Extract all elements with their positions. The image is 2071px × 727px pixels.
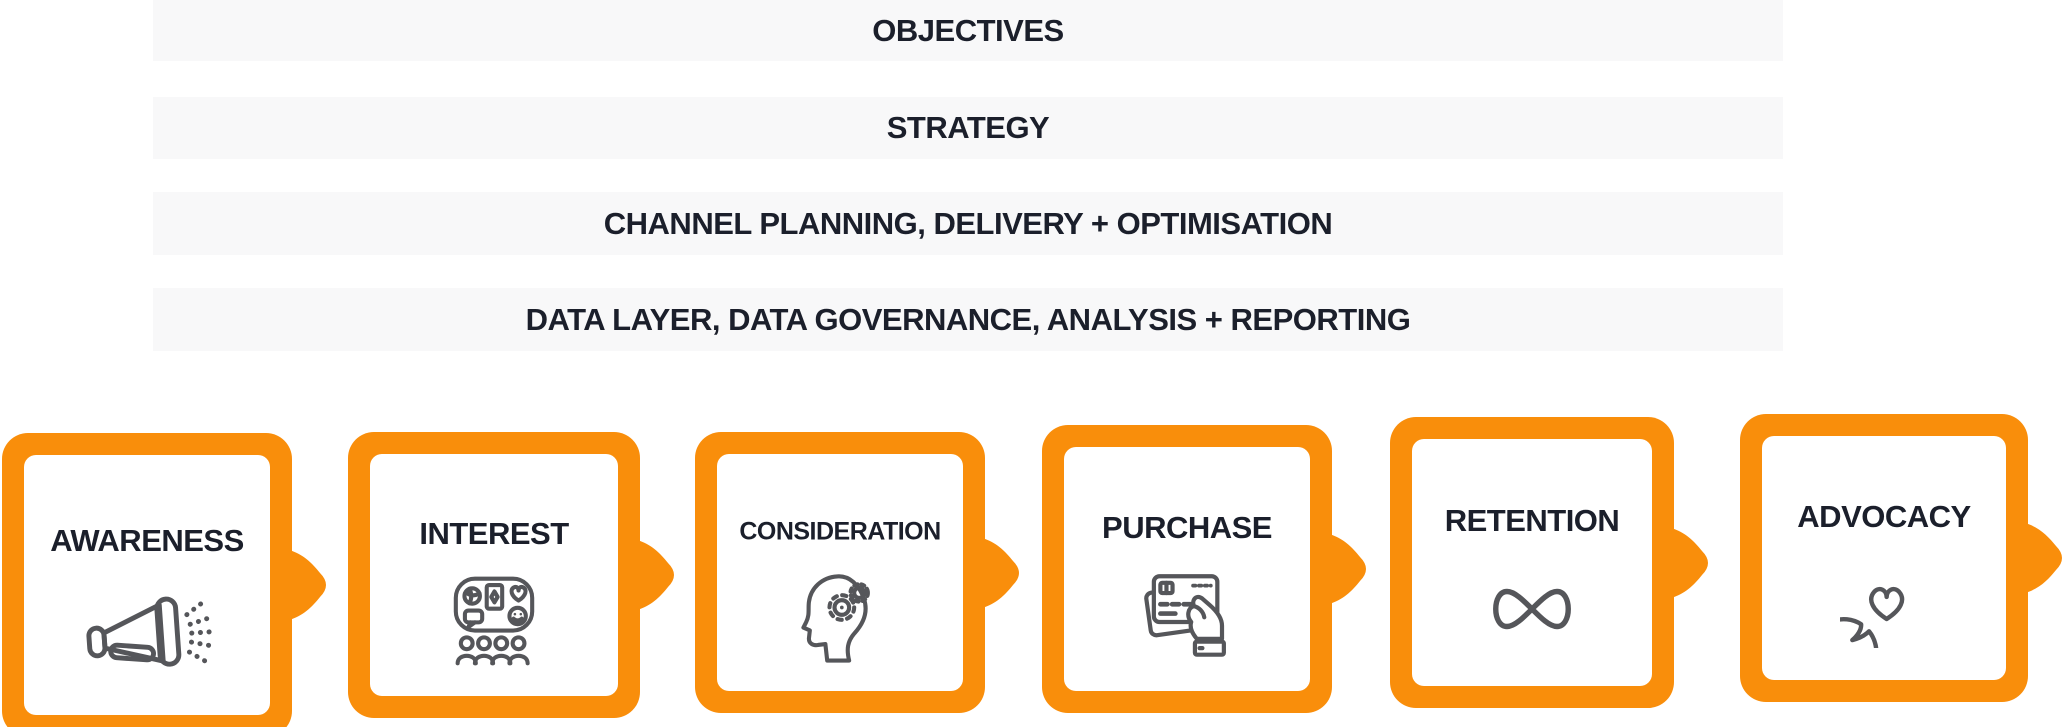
stage-label: INTEREST xyxy=(419,515,569,551)
stage-retention-panel: RETENTION xyxy=(1412,439,1652,686)
layer-bar-strategy: STRATEGY xyxy=(153,97,1783,159)
layer-bar-label: OBJECTIVES xyxy=(872,12,1064,48)
layer-bar-channel-planning: CHANNEL PLANNING, DELIVERY + OPTIMISATIO… xyxy=(153,192,1783,255)
audience-billboard-icon xyxy=(444,573,544,669)
stage-advocacy-panel: ADVOCACY xyxy=(1762,436,2006,687)
heart-speech-bubble-icon xyxy=(1809,560,1928,687)
layer-bar-label: STRATEGY xyxy=(886,110,1050,145)
layer-bar-data-layer: DATA LAYER, DATA GOVERNANCE, ANALYSIS + … xyxy=(153,288,1783,351)
layer-bar-label: DATA LAYER, DATA GOVERNANCE, ANALYSIS + … xyxy=(525,301,1411,337)
stage-label: CONSIDERATION xyxy=(739,517,941,546)
stage-label: PURCHASE xyxy=(1102,509,1272,545)
megaphone-icon xyxy=(80,592,215,677)
arrow-right-icon xyxy=(637,540,674,610)
stage-awareness-panel: AWARENESS xyxy=(24,455,270,715)
stage-consideration: CONSIDERATION xyxy=(695,432,1019,713)
layer-bar-label: CHANNEL PLANNING, DELIVERY + OPTIMISATIO… xyxy=(603,205,1333,241)
stage-interest-panel: INTEREST xyxy=(370,454,618,696)
infinity-icon xyxy=(1482,583,1582,635)
stage-purchase-panel: PURCHASE xyxy=(1064,447,1310,691)
arrow-right-icon xyxy=(1671,527,1708,598)
stage-advocacy: ADVOCACY xyxy=(1740,414,2062,702)
stage-label: ADVOCACY xyxy=(1797,498,1971,534)
stage-label: RETENTION xyxy=(1444,502,1620,538)
head-gears-icon xyxy=(794,570,886,666)
stage-retention: RETENTION xyxy=(1390,417,1708,708)
stage-purchase: PURCHASE xyxy=(1042,425,1366,713)
stage-consideration-panel: CONSIDERATION xyxy=(717,454,963,691)
arrow-right-icon xyxy=(289,550,326,620)
hand-credit-card-icon xyxy=(1138,566,1236,664)
arrow-right-icon xyxy=(982,537,1019,608)
arrow-right-icon xyxy=(2025,523,2062,593)
stage-interest: INTEREST xyxy=(348,432,674,718)
stage-label: AWARENESS xyxy=(50,522,244,558)
arrow-right-icon xyxy=(1329,534,1366,604)
layer-bar-objectives: OBJECTIVES xyxy=(153,0,1783,61)
stage-awareness: AWARENESS xyxy=(2,433,326,727)
